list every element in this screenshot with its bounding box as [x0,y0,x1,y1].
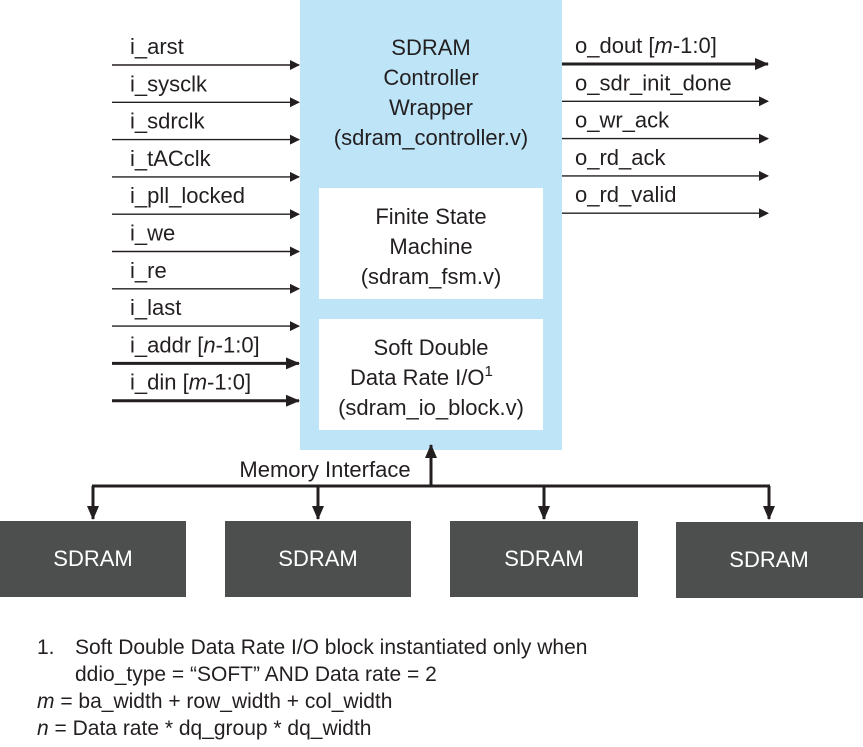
output-label-o-dout: o_dout [m-1:0] [575,33,717,58]
fsm-title-line-3: (sdram_fsm.v) [361,264,502,289]
output-label-o-sdr-init-done: o_sdr_init_done [575,70,732,95]
wrapper-title-line-4: (sdram_controller.v) [334,125,528,150]
input-label-i-we: i_we [130,221,175,246]
input-label-i-sysclk: i_sysclk [130,71,208,96]
footnote-1-body: Soft Double Data Rate I/O block instanti… [75,634,587,688]
input-label-i-re: i_re [130,258,167,283]
io-title-line-2: Data Rate I/O1 [350,363,493,390]
sdram-chip-4 [676,522,863,598]
wrapper-title-line-3: Wrapper [389,95,473,120]
sdram-chip-1 [0,521,186,597]
input-label-i-tacclk: i_tACclk [130,146,212,171]
sdram-chip-2-label: SDRAM [278,546,357,571]
input-label-i-pll-locked: i_pll_locked [130,183,245,208]
io-block [319,319,543,430]
input-label-i-arst: i_arst [130,34,184,59]
io-title-line-3: (sdram_io_block.v) [338,395,524,420]
fsm-block [319,188,543,299]
equation-n: n = Data rate * dq_group * dq_width [37,717,372,740]
memory-interface-label: Memory Interface [239,457,410,482]
sdram-chip-4-label: SDRAM [729,547,808,572]
footnote-1-line-2: ddio_type = “SOFT” AND Data rate = 2 [75,663,437,686]
output-label-o-rd-valid: o_rd_valid [575,182,677,207]
footnote-1-number: 1. [37,636,55,659]
io-title-line-1: Soft Double [374,335,489,360]
input-label-i-din: i_din [m-1:0] [130,370,251,395]
sdram-chip-3-label: SDRAM [504,546,583,571]
sdram-chip-2 [225,521,411,597]
wrapper-title-line-2: Controller [383,65,478,90]
footnotes: 1. Soft Double Data Rate I/O block insta… [37,634,837,742]
sdram-block-diagram: SDRAM Controller Wrapper (sdram_controll… [0,0,863,598]
input-label-i-last: i_last [130,295,181,320]
fsm-title-line-1: Finite State [375,204,486,229]
sdram-chip-3 [450,521,638,597]
sdram-chip-1-label: SDRAM [53,546,132,571]
input-label-i-sdrclk: i_sdrclk [130,109,206,134]
input-signals: i_arst i_sysclk i_sdrclk i_tACclk i_pll_lock… [112,34,300,407]
footnote-1-line-1: Soft Double Data Rate I/O block instanti… [75,636,588,659]
output-label-o-wr-ack: o_wr_ack [575,108,670,133]
footnote-1: 1. Soft Double Data Rate I/O block insta… [37,634,837,688]
fsm-title-line-2: Machine [389,234,472,259]
wrapper-title-line-1: SDRAM [391,35,470,60]
input-label-i-addr: i_addr [n-1:0] [130,332,260,357]
output-signals: o_dout [m-1:0] o_sdr_init_done o_wr_ack o_r… [562,33,769,219]
equation-m: m = ba_width + row_width + col_width [37,690,393,713]
output-label-o-rd-ack: o_rd_ack [575,145,667,170]
